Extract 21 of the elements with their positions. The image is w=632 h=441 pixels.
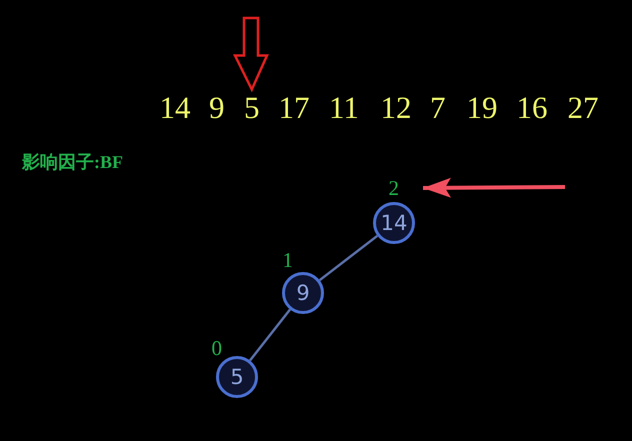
sequence-number: 5 <box>244 92 260 122</box>
caption-text: 影响因子:BF <box>22 153 123 171</box>
sequence-number: 27 <box>568 92 598 122</box>
sequence-number: 9 <box>209 92 224 122</box>
tree-node-circle: 5 <box>216 356 258 398</box>
tree-node-circle: 9 <box>282 272 324 314</box>
tree-edge <box>318 234 378 282</box>
tree-node-circle: 14 <box>373 202 415 244</box>
tree-edge <box>249 308 291 362</box>
sequence-number: 14 <box>160 92 190 122</box>
sequence-number: 19 <box>466 92 498 122</box>
sequence-number: 17 <box>278 92 310 122</box>
balance-factor: 0 <box>212 338 222 358</box>
pointer-arrow <box>422 178 566 198</box>
sequence-number: 11 <box>329 92 359 122</box>
balance-factor: 1 <box>282 250 293 270</box>
sequence-number: 7 <box>430 92 446 122</box>
sequence-number: 12 <box>380 92 412 122</box>
pointer-arrow <box>232 16 269 92</box>
balance-factor: 2 <box>388 178 399 198</box>
sequence-number: 16 <box>516 92 548 122</box>
